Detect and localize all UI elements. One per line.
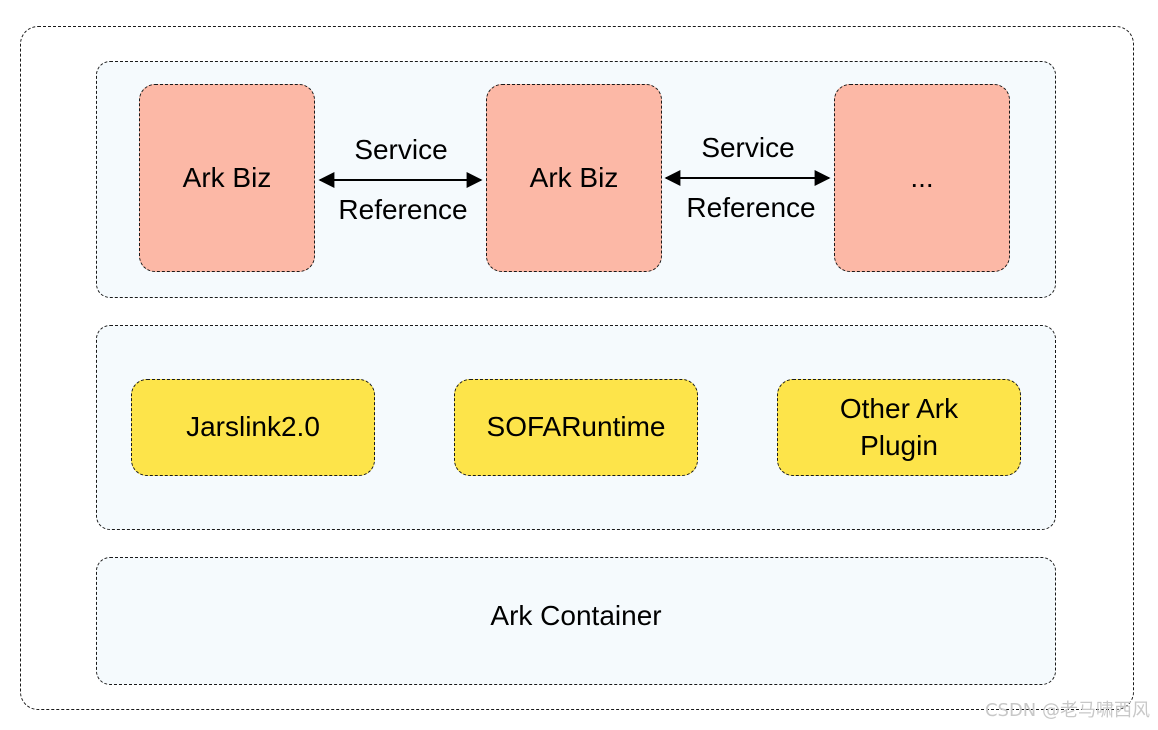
- plugin-sofaruntime: SOFARuntime: [454, 379, 698, 476]
- edge-label-service-1: Service: [354, 134, 448, 165]
- ark-biz-node-1: Ark Biz: [139, 84, 315, 272]
- edge-label-reference-2: Reference: [686, 192, 816, 223]
- container-layer: [96, 557, 1056, 685]
- ark-biz-node-2: Ark Biz: [486, 84, 662, 272]
- watermark: CSDN @老马啸西风: [984, 700, 1150, 721]
- plugin-other-label: Other Ark Plugin: [839, 393, 959, 461]
- edge-label-reference-1: Reference: [338, 194, 468, 225]
- edge-label-service-2: Service: [701, 132, 795, 163]
- plugin-other: Other Ark Plugin: [777, 379, 1021, 476]
- plugin-jarslink: Jarslink2.0: [131, 379, 375, 476]
- ark-container-label: Ark Container: [490, 600, 662, 631]
- ark-biz-node-more: ...: [834, 84, 1010, 272]
